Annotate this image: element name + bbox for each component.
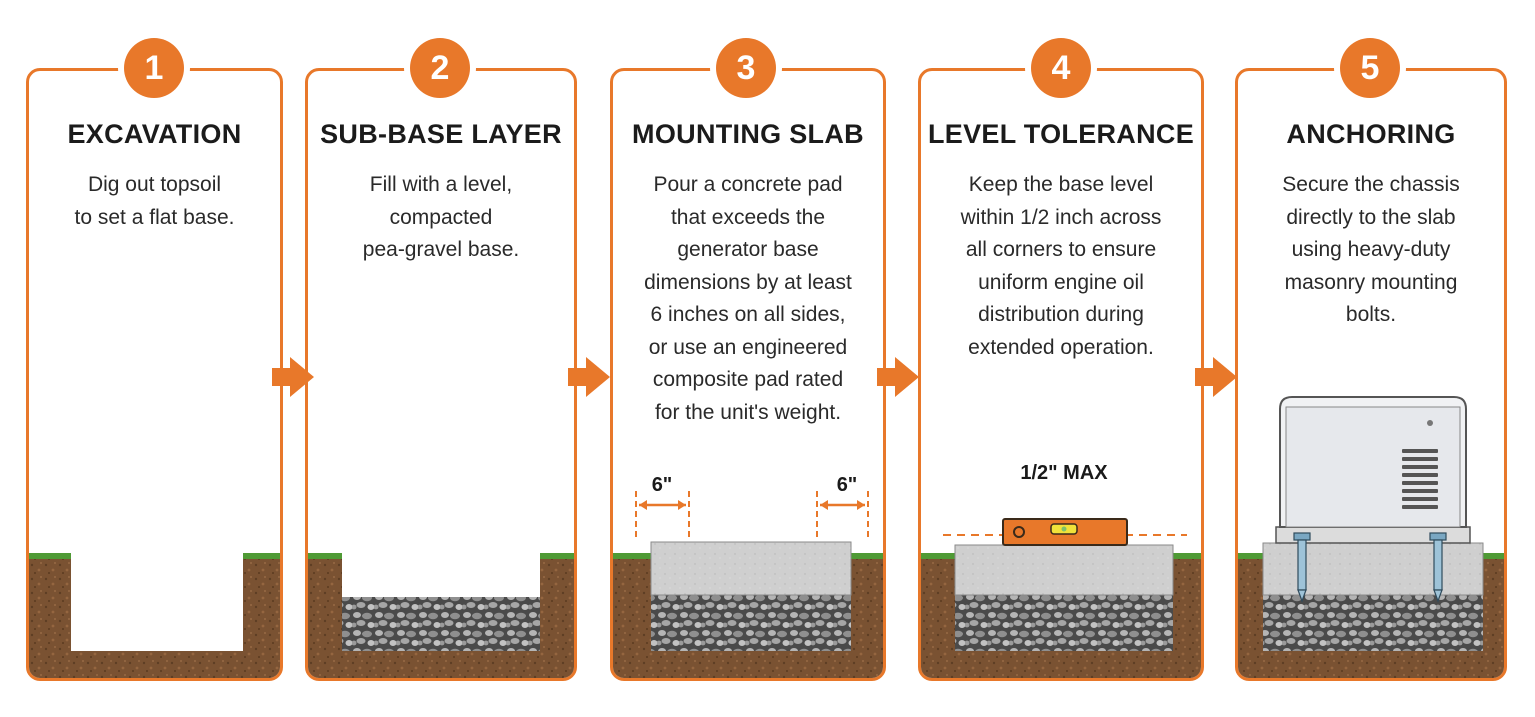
excavation-illustration <box>29 553 280 678</box>
step-title: ANCHORING <box>1286 119 1456 149</box>
gravel-layer <box>651 595 851 651</box>
concrete-slab <box>1262 542 1484 596</box>
sub-base-illustration <box>308 553 574 678</box>
step-card-4: LEVEL TOLERANCE Keep the base level with… <box>918 68 1204 681</box>
gravel-layer <box>342 597 540 651</box>
step-card-5: ANCHORING Secure the chassis directly to… <box>1235 68 1507 681</box>
anchor-bolt-icon <box>1293 532 1311 603</box>
step-arrow-icon <box>272 357 314 397</box>
step-card-1: EXCAVATION Dig out topsoil to set a flat… <box>26 68 283 681</box>
grass <box>29 553 71 559</box>
step-title: MOUNTING SLAB <box>632 119 864 149</box>
step-title: SUB-BASE LAYER <box>320 119 562 149</box>
bubble-level-icon <box>1002 518 1128 546</box>
anchor-bolt-icon <box>1429 532 1447 603</box>
gravel-layer <box>1263 595 1483 651</box>
step-description: Fill with a level, compacted pea-gravel … <box>362 173 520 261</box>
concrete-slab <box>954 544 1174 596</box>
soil <box>308 558 574 678</box>
step-card-3: MOUNTING SLAB Pour a concrete pad that e… <box>610 68 886 681</box>
soil <box>29 558 280 678</box>
step-title: EXCAVATION <box>67 119 242 149</box>
step-description: Secure the chassis directly to the slab … <box>1282 173 1460 326</box>
step-number-badge: 4 <box>1031 38 1091 98</box>
step-number-badge: 2 <box>410 38 470 98</box>
level-tolerance-illustration: 1/2" MAX <box>921 462 1201 678</box>
step-number-badge: 3 <box>716 38 776 98</box>
anchoring-illustration <box>1238 396 1504 678</box>
grass <box>243 553 280 559</box>
step-arrow-icon <box>1195 357 1237 397</box>
concrete-slab <box>650 541 852 596</box>
generator-icon <box>1275 396 1471 544</box>
step-description: Dig out topsoil to set a flat base. <box>74 173 235 229</box>
clearance-label-right: 6" <box>837 474 858 496</box>
step-arrow-icon <box>877 357 919 397</box>
clearance-label-left: 6" <box>652 474 673 496</box>
grass <box>540 553 574 559</box>
level-tolerance-label: 1/2" MAX <box>1020 462 1108 484</box>
step-description: Pour a concrete pad that exceeds the gen… <box>644 173 852 424</box>
step-number-badge: 5 <box>1340 38 1400 98</box>
step-card-2: SUB-BASE LAYER Fill with a level, compac… <box>305 68 577 681</box>
step-number-badge: 1 <box>124 38 184 98</box>
step-title: LEVEL TOLERANCE <box>927 119 1195 149</box>
step-arrow-icon <box>568 357 610 397</box>
gravel-layer <box>955 595 1173 651</box>
step-description: Keep the base level within 1/2 inch acro… <box>960 173 1162 359</box>
grass <box>308 553 342 559</box>
mounting-slab-illustration: 6" 6" <box>613 474 883 678</box>
